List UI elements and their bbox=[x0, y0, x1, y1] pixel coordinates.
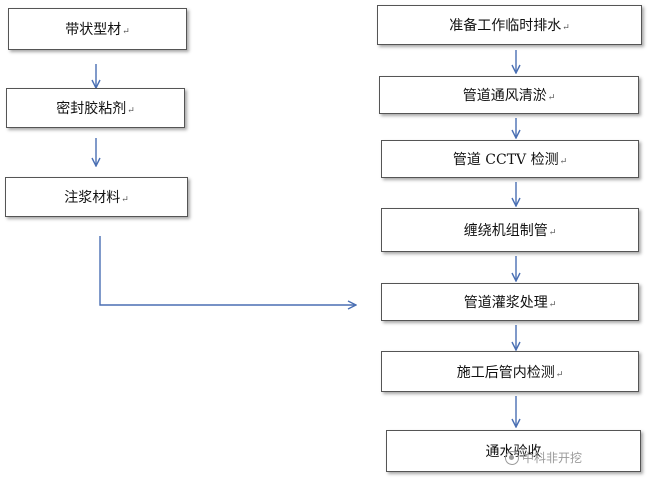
step-label: 带状型材 bbox=[65, 22, 122, 38]
paragraph-mark: ↵ bbox=[548, 228, 557, 238]
step-label: 密封胶粘剂 bbox=[56, 101, 127, 117]
paragraph-mark: ↵ bbox=[547, 93, 556, 103]
watermark: 中科非开挖 bbox=[505, 449, 582, 466]
step-label: 注浆材料 bbox=[64, 190, 121, 206]
arrow-materials-to-grouting bbox=[99, 236, 356, 305]
paragraph-mark: ↵ bbox=[122, 27, 130, 37]
step-box: 带状型材↵ bbox=[8, 8, 187, 50]
step-label: 管道 CCTV 检测 bbox=[452, 152, 559, 168]
watermark-text: 中科非开挖 bbox=[522, 451, 583, 465]
paragraph-mark: ↵ bbox=[121, 195, 129, 205]
step-box: 准备工作临时排水↵ bbox=[377, 5, 642, 45]
step-box: 管道灌浆处理↵ bbox=[381, 283, 639, 321]
paragraph-mark: ↵ bbox=[555, 369, 564, 380]
step-box: 缠绕机组制管↵ bbox=[381, 208, 639, 252]
paragraph-mark: ↵ bbox=[548, 300, 557, 310]
step-box: 密封胶粘剂↵ bbox=[6, 88, 185, 128]
paragraph-mark: ↵ bbox=[559, 157, 568, 167]
wechat-logo-icon bbox=[505, 450, 519, 465]
step-label: 施工后管内检测 bbox=[456, 364, 555, 381]
step-label: 管道通风清淤 bbox=[462, 88, 547, 104]
paragraph-mark: ↵ bbox=[562, 23, 570, 33]
step-label: 准备工作临时排水 bbox=[449, 18, 562, 34]
step-box: 注浆材料↵ bbox=[5, 177, 188, 217]
paragraph-mark: ↵ bbox=[127, 106, 135, 116]
step-label: 管道灌浆处理 bbox=[463, 295, 548, 311]
step-box: 管道 CCTV 检测↵ bbox=[381, 140, 639, 178]
step-label: 缠绕机组制管 bbox=[463, 223, 548, 239]
step-box: 施工后管内检测↵ bbox=[381, 351, 639, 392]
step-box: 管道通风清淤↵ bbox=[379, 76, 639, 114]
